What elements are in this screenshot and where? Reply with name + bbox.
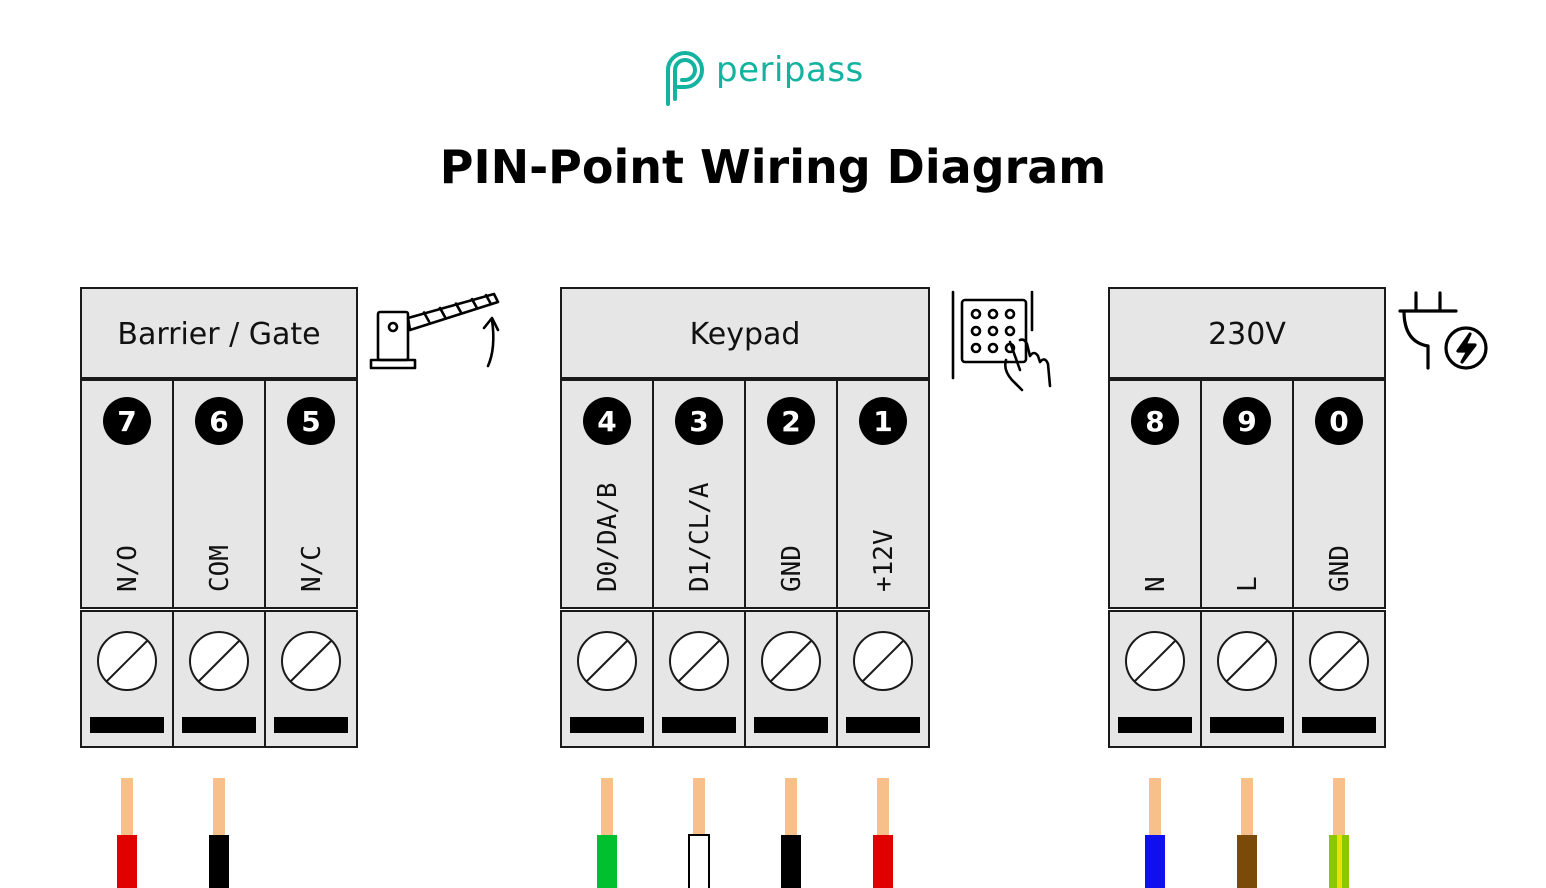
wire-conductor: [693, 778, 705, 836]
pin-label: D0/DA/B: [593, 482, 623, 592]
screw-clamp-bar: [1302, 717, 1376, 733]
screw-slot: [586, 640, 628, 682]
group-header-label: Barrier / Gate: [117, 317, 320, 352]
wire-insulation: [688, 834, 710, 888]
pin-body: [172, 379, 266, 609]
group-header-label: Keypad: [690, 317, 801, 352]
pin-label: N: [1141, 576, 1171, 592]
screw-slot: [770, 640, 812, 682]
pin-label: L: [1233, 576, 1263, 592]
wire-conductor: [785, 778, 797, 836]
pin-number: 6: [209, 405, 228, 438]
pin-label: GND: [1325, 545, 1355, 592]
pin-number: 2: [781, 405, 800, 438]
wire-insulation: [781, 835, 801, 888]
group-header-label: 230V: [1208, 317, 1286, 352]
pin-number-badge: [859, 397, 907, 445]
group-header-box: [560, 287, 930, 379]
pin-number-badge: [103, 397, 151, 445]
wire-stripe: [1337, 835, 1342, 888]
screw-clamp-bar: [662, 717, 736, 733]
screw-slot: [290, 640, 332, 682]
barrier-gate-icon: [369, 292, 500, 370]
screw-clamp-bar: [182, 717, 256, 733]
wire-insulation: [117, 835, 137, 888]
pin-number-badge: [1223, 397, 1271, 445]
screw-slot: [1318, 640, 1360, 682]
pin-number-badge: [1315, 397, 1363, 445]
pin-number: 4: [597, 405, 616, 438]
screw-slot: [1226, 640, 1268, 682]
diagram-title: PIN-Point Wiring Diagram: [439, 140, 1107, 194]
wire-insulation: [1237, 835, 1257, 888]
pin-number: 5: [301, 405, 320, 438]
pin-label: D1/CL/A: [685, 482, 715, 592]
pin-number: 3: [689, 405, 708, 438]
screw-slot: [198, 640, 240, 682]
wire-conductor: [1241, 778, 1253, 836]
pin-number: 7: [117, 405, 136, 438]
wire-conductor: [877, 778, 889, 836]
screw-clamp-bar: [1210, 717, 1284, 733]
wire-insulation: [209, 835, 229, 888]
pin-number-badge: [195, 397, 243, 445]
screw-clamp-bar: [274, 717, 348, 733]
wire-conductor: [1333, 778, 1345, 836]
pin-number: 8: [1145, 405, 1164, 438]
pin-number: 0: [1329, 405, 1348, 438]
pin-number: 9: [1237, 405, 1256, 438]
screw-clamp-bar: [754, 717, 828, 733]
wire-insulation: [873, 835, 893, 888]
pin-number-badge: [1131, 397, 1179, 445]
screw-slot: [678, 640, 720, 682]
wire-insulation: [1145, 835, 1165, 888]
power-plug-icon: [1398, 291, 1488, 370]
screw-slot: [106, 640, 148, 682]
wire-conductor: [121, 778, 133, 836]
keypad-icon: [951, 290, 1052, 392]
wire-conductor: [213, 778, 225, 836]
screw-clamp-bar: [846, 717, 920, 733]
group-header-box: [1108, 287, 1386, 379]
pin-label: N/O: [113, 545, 143, 592]
screw-clamp-bar: [1118, 717, 1192, 733]
pin-label: +12V: [869, 529, 899, 592]
wire-insulation: [597, 835, 617, 888]
brand-name: peripass: [716, 50, 864, 90]
pin-label: COM: [205, 545, 235, 592]
pin-label: GND: [777, 545, 807, 592]
pin-number-badge: [675, 397, 723, 445]
screw-clamp-bar: [90, 717, 164, 733]
pin-number-badge: [583, 397, 631, 445]
screw-clamp-bar: [570, 717, 644, 733]
screw-slot: [1134, 640, 1176, 682]
peripass-logo-icon: [666, 51, 704, 106]
wire-conductor: [601, 778, 613, 836]
pin-number-badge: [287, 397, 335, 445]
wire-conductor: [1149, 778, 1161, 836]
screw-slot: [862, 640, 904, 682]
pin-number-badge: [767, 397, 815, 445]
pin-number: 1: [873, 405, 892, 438]
pin-label: N/C: [297, 545, 327, 592]
group-header-box: [80, 287, 358, 379]
